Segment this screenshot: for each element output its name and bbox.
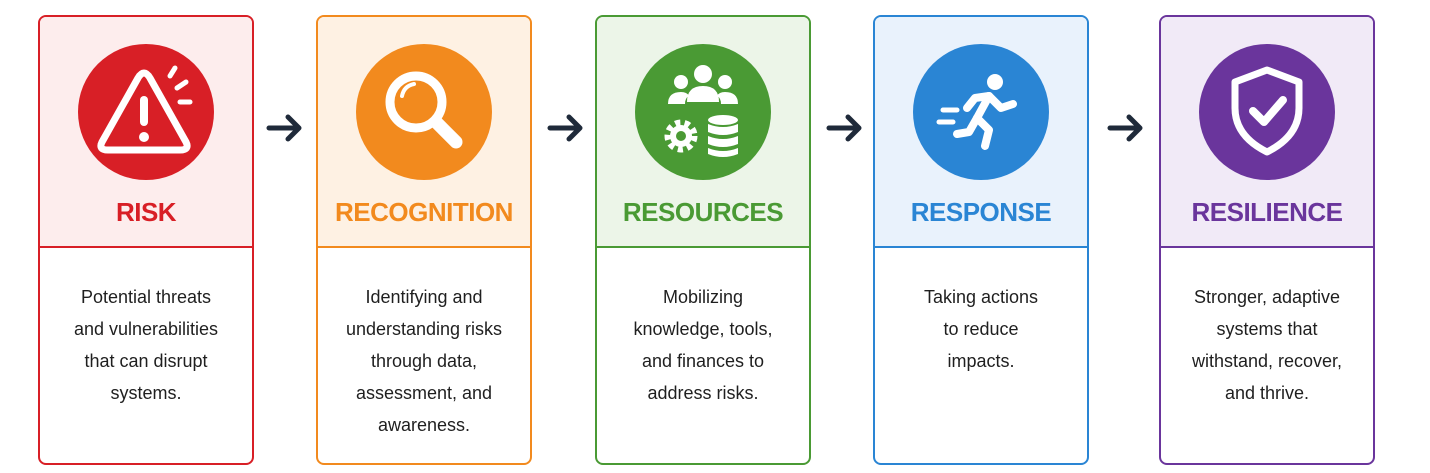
stage-title: RESILIENCE — [1191, 197, 1343, 227]
arrow-right-icon — [1106, 108, 1146, 148]
stage-description: Taking actions to reduce impacts. — [923, 287, 1039, 371]
stage-description: Identifying and understanding risks thro… — [345, 287, 503, 435]
stage-title: RECOGNITION — [335, 197, 513, 227]
icon-circle — [913, 44, 1049, 180]
stage-card-resilience: RESILIENCE Stronger, adaptive systems th… — [1159, 15, 1375, 465]
stage-header: RISK — [40, 17, 252, 248]
stage-card-resources: RESOURCES Mobilizing knowledge, tools, a… — [595, 15, 811, 465]
stage-header: RESPONSE — [875, 17, 1087, 248]
icon-circle — [635, 44, 771, 180]
stage-description: Mobilizing knowledge, tools, and finance… — [633, 287, 773, 403]
stage-header: RESILIENCE — [1161, 17, 1373, 248]
stage-card-risk: RISK Potential threats and vulnerabiliti… — [38, 15, 254, 465]
people-gear-database-icon — [664, 65, 738, 157]
stage-title: RESPONSE — [910, 197, 1052, 227]
stage-description: Potential threats and vulnerabilities th… — [73, 287, 219, 403]
warning-triangle-icon — [97, 65, 193, 154]
magnifying-glass-icon — [385, 71, 463, 149]
stage-title: RISK — [115, 197, 177, 227]
stage-card-recognition: RECOGNITION Identifying and understandin… — [316, 15, 532, 465]
arrow-right-icon — [546, 108, 586, 148]
arrow-right-icon — [265, 108, 305, 148]
stage-header: RECOGNITION — [318, 17, 530, 248]
shield-check-icon — [1231, 66, 1303, 156]
stage-title: RESOURCES — [622, 197, 784, 227]
stage-card-response: RESPONSE Taking actions to reduce impact… — [873, 15, 1089, 465]
icon-circle — [78, 44, 214, 180]
icon-circle — [356, 44, 492, 180]
icon-circle — [1199, 44, 1335, 180]
running-person-icon — [936, 74, 1017, 150]
stage-description: Stronger, adaptive systems that withstan… — [1191, 287, 1343, 403]
arrow-right-icon — [825, 108, 865, 148]
stage-header: RESOURCES — [597, 17, 809, 248]
